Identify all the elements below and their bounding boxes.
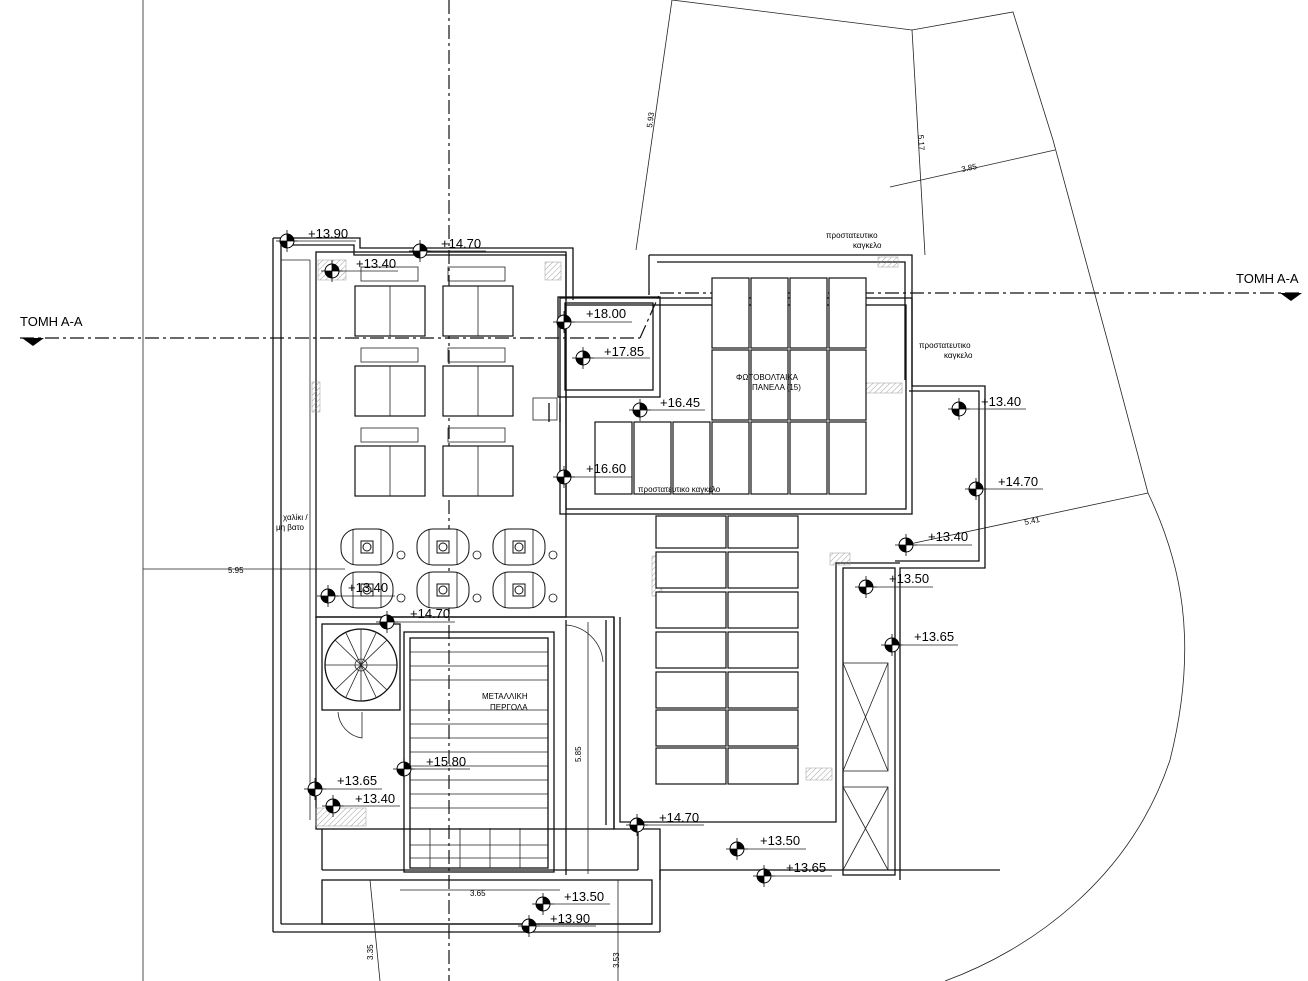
- dimension-label: 5.17: [916, 135, 926, 152]
- level-label: +13.40: [348, 580, 388, 595]
- level-label: +13.40: [355, 791, 395, 806]
- pergola-label: ΠΕΡΓΟΛΑ: [490, 703, 528, 712]
- section-arrow-right-icon: [1280, 293, 1302, 301]
- railing-note: προστατευτικο καγκελο: [638, 485, 721, 494]
- dimension-label: 3.65: [470, 889, 486, 898]
- gravel-note: χαλίκι /: [283, 513, 308, 522]
- level-markers: [275, 229, 1043, 938]
- level-label: +13.50: [760, 833, 800, 848]
- level-label: +14.70: [441, 236, 481, 251]
- level-label: +13.65: [786, 860, 826, 875]
- level-label: +16.60: [586, 461, 626, 476]
- railing-note: προστατευτικο: [826, 231, 878, 240]
- level-label: +13.40: [928, 529, 968, 544]
- collector: [442, 427, 514, 497]
- section-arrow-left-icon: [22, 338, 44, 346]
- level-label: +13.50: [564, 889, 604, 904]
- railing-note: καγκελο: [853, 241, 882, 250]
- pv-panel-array: [594, 277, 867, 785]
- pv-panels-label: ΠΑΝΕΛΑ (15): [752, 383, 801, 392]
- section-label-right: ΤΟΜΗ Α-Α: [1236, 271, 1299, 286]
- level-label: +15.80: [426, 754, 466, 769]
- level-label: +13.90: [550, 911, 590, 926]
- dimension-label: 5.85: [574, 746, 583, 762]
- level-label: +17.85: [604, 344, 644, 359]
- solar-collectors: [354, 266, 514, 497]
- dimension-label: 3.85: [961, 162, 979, 174]
- level-label: +13.40: [356, 256, 396, 271]
- level-label: +14.70: [410, 606, 450, 621]
- collector: [442, 347, 514, 417]
- pergola-label: ΜΕΤΑΛΛΙΚΗ: [482, 692, 528, 701]
- level-label: +14.70: [659, 810, 699, 825]
- railing-note: καγκελο: [944, 351, 973, 360]
- pv-panels-label: ΦΩΤΟΒΟΛΤΑΙΚΑ: [736, 373, 799, 382]
- level-label: +13.65: [914, 629, 954, 644]
- dimension-label: 5.93: [645, 111, 656, 128]
- dimension-label: 3.35: [366, 944, 375, 960]
- collector: [354, 347, 426, 417]
- level-label: +13.40: [981, 394, 1021, 409]
- railing-note: προστατευτικο: [919, 341, 971, 350]
- dimension-label: 5.41: [1024, 515, 1042, 527]
- section-label-left: ΤΟΜΗ Α-Α: [20, 314, 83, 329]
- stair-and-pergola: [315, 616, 653, 925]
- level-label: +13.90: [308, 226, 348, 241]
- level-label: +13.50: [889, 571, 929, 586]
- gravel-note: μη βατο: [276, 523, 305, 532]
- level-label: +18.00: [586, 306, 626, 321]
- level-label: +16.45: [660, 395, 700, 410]
- level-label: +14.70: [998, 474, 1038, 489]
- plot-boundary: [142, 0, 1186, 981]
- collector: [442, 266, 514, 337]
- collector: [354, 427, 426, 497]
- dimension-label: 5.95: [228, 566, 244, 575]
- dimension-label: 3.53: [612, 952, 621, 968]
- collector: [354, 266, 426, 337]
- dimension-lines: [143, 568, 619, 981]
- level-label: +13.65: [337, 773, 377, 788]
